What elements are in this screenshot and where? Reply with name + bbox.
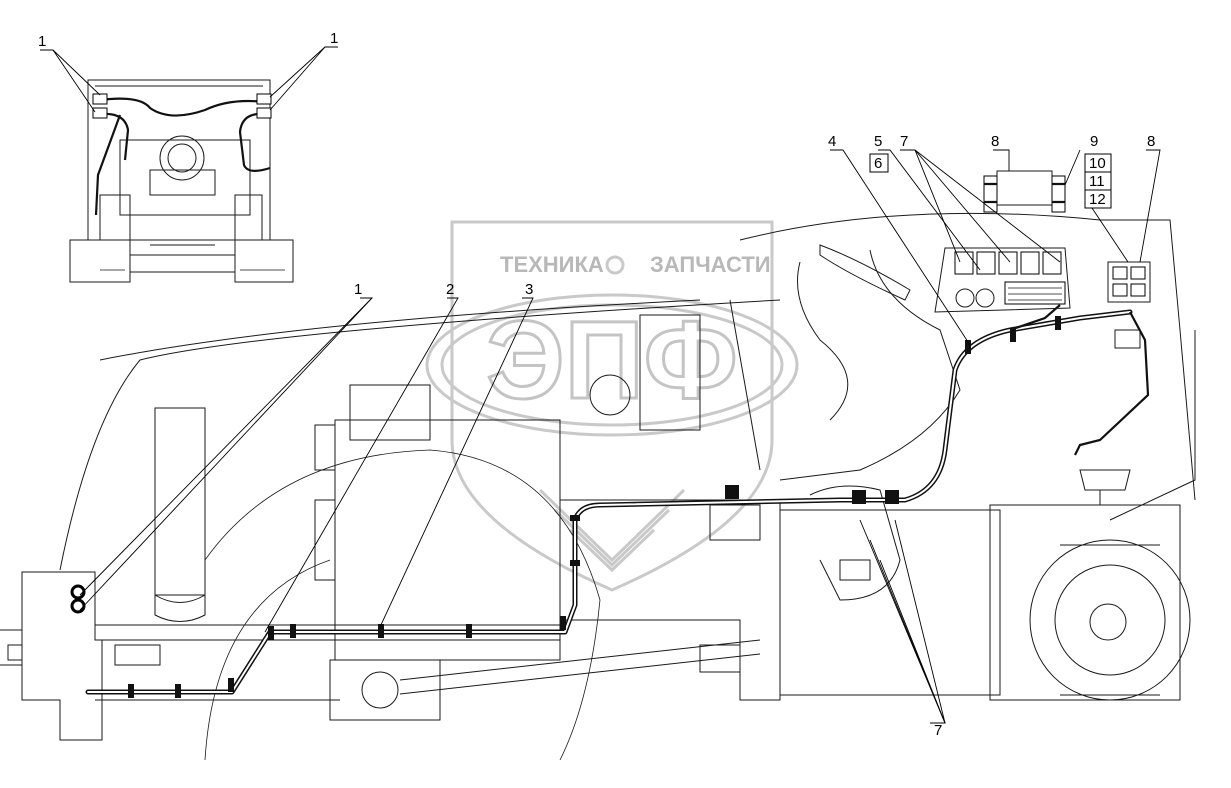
watermark-brand-right: ЗАПЧАСТИ bbox=[650, 252, 771, 277]
detail-view-8 bbox=[983, 170, 1066, 213]
callout-label-2: 2 bbox=[446, 281, 454, 298]
callout-frame-6 bbox=[869, 153, 889, 173]
callout-label-8: 8 bbox=[991, 133, 999, 150]
callout-label-7: 7 bbox=[934, 722, 942, 739]
callout-labels: 1 1 1 2 3 4 5 6 7 8 8 9 10 11 12 7 bbox=[38, 30, 1155, 739]
connector bbox=[92, 93, 108, 105]
front-connector bbox=[70, 598, 86, 614]
tractor-side-view bbox=[0, 212, 1196, 761]
callout-label-8: 8 bbox=[1147, 133, 1155, 150]
inset-front-view bbox=[69, 79, 294, 283]
gear-icon bbox=[605, 255, 625, 275]
watermark: ТЕХНИКА ЗАПЧАСТИ ЭПФ bbox=[425, 220, 799, 592]
callout-label-6: 6 bbox=[874, 155, 882, 172]
instrument-panel bbox=[934, 247, 1151, 349]
leader-lines bbox=[40, 46, 1161, 724]
front-connector bbox=[70, 584, 86, 600]
callout-label-1: 1 bbox=[330, 30, 338, 47]
watermark-brand-left: ТЕХНИКА bbox=[500, 252, 604, 277]
callout-label-7: 7 bbox=[900, 133, 908, 150]
connector bbox=[92, 107, 108, 119]
harness-clamps bbox=[128, 316, 1061, 698]
callout-label-1: 1 bbox=[354, 281, 362, 298]
connector bbox=[256, 93, 272, 105]
callout-label-5: 5 bbox=[874, 133, 882, 150]
callout-label-4: 4 bbox=[828, 133, 836, 150]
callout-frame-12 bbox=[1084, 189, 1112, 209]
callout-label-9: 9 bbox=[1090, 133, 1098, 150]
connector bbox=[256, 107, 272, 119]
watermark-logo: ЭПФ bbox=[486, 299, 737, 422]
callout-label-11: 11 bbox=[1089, 173, 1105, 190]
callout-label-1: 1 bbox=[38, 33, 46, 50]
callout-label-10: 10 bbox=[1089, 155, 1106, 172]
callout-label-12: 12 bbox=[1089, 191, 1106, 208]
callout-label-3: 3 bbox=[525, 281, 533, 298]
wiring-harness bbox=[70, 304, 1150, 698]
